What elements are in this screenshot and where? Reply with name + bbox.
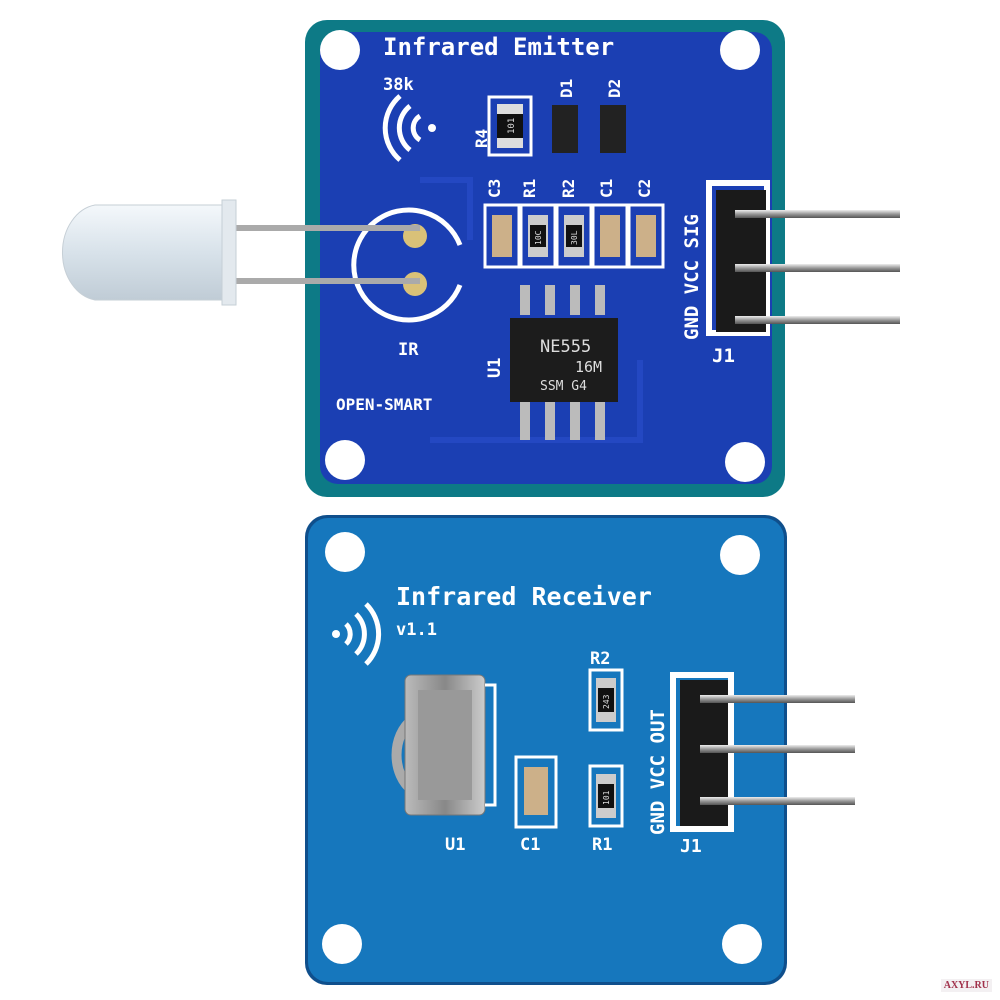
watermark: AXYL.RU	[940, 979, 992, 992]
mount-hole	[325, 440, 365, 480]
u1-label: U1	[445, 835, 465, 855]
r2-code: 30L	[570, 230, 579, 245]
r4-code: 101	[507, 118, 517, 134]
mount-hole	[322, 924, 362, 964]
mount-hole	[720, 30, 760, 70]
ir-label: IR	[398, 340, 419, 360]
mount-hole	[325, 532, 365, 572]
mount-hole	[722, 924, 762, 964]
u1-label: U1	[485, 358, 505, 378]
d2-label: D2	[605, 79, 624, 98]
receiver-board: Infrared Receiver v1.1 U1 C1 243 R2 101 …	[305, 515, 855, 985]
brand-label: OPEN-SMART	[336, 395, 432, 414]
emitter-title: Infrared Emitter	[383, 33, 614, 61]
r2-label: R2	[559, 179, 578, 198]
wireless-icon	[332, 602, 382, 666]
ne555-chip: NE555 16M SSM G4	[510, 285, 618, 440]
header-pin-labels: GND VCC SIG	[681, 214, 703, 340]
j1-label: J1	[712, 345, 735, 367]
r4-label: R4	[472, 129, 491, 148]
wireless-icon	[382, 94, 436, 162]
capacitor-c1	[524, 767, 548, 815]
receiver-title: Infrared Receiver	[396, 582, 652, 611]
ic-line2: 16M	[575, 358, 602, 376]
j1-label: J1	[680, 836, 702, 857]
r1-code: 10C	[534, 230, 543, 245]
r2-label: R2	[590, 649, 610, 669]
r2-code: 243	[602, 694, 611, 709]
c2-label: C2	[635, 179, 654, 198]
led-outline	[351, 207, 463, 323]
c3-label: C3	[485, 179, 504, 198]
d1-label: D1	[557, 79, 576, 98]
ir-receiver-component	[391, 674, 497, 816]
c1-label: C1	[520, 835, 540, 855]
r1-label: R1	[520, 179, 539, 198]
r1-label: R1	[592, 835, 612, 855]
ic-line1: NE555	[540, 337, 591, 357]
r1-code: 101	[602, 790, 611, 805]
c1-label: C1	[597, 179, 616, 198]
version-label: v1.1	[396, 620, 437, 640]
mount-hole	[725, 442, 765, 482]
header-pin-labels: GND VCC OUT	[647, 709, 669, 835]
mount-hole	[320, 30, 360, 70]
freq-label: 38k	[383, 75, 414, 95]
ir-led	[61, 199, 420, 306]
emitter-board: Infrared Emitter 38k IR OPEN-SMART 101 R…	[305, 20, 900, 497]
ic-line3: SSM G4	[540, 379, 587, 394]
mount-hole	[720, 535, 760, 575]
